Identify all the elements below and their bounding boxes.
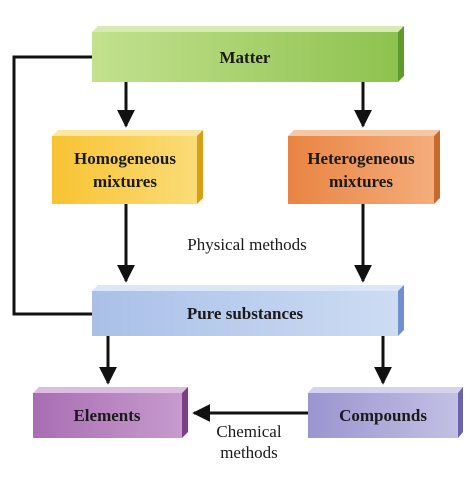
heterogeneous-label-line1: Heterogeneous [307,149,415,168]
elements-box-face [33,393,182,438]
elements-box-top-face [33,387,188,393]
homogeneous-box-side-face [197,130,203,204]
matter-box-face [92,32,398,82]
compounds-box-top-face [308,387,463,393]
homogeneous-label-line1: Homogeneous [74,149,176,168]
connectors [12,55,392,422]
pure-substances-box: Pure substances [92,285,404,336]
matter-box-top-face [92,26,404,32]
pure-substances-box-face [92,291,398,336]
matter-label: Matter [220,48,271,67]
homogeneous-mixtures-box: Homogeneous mixtures [52,130,203,204]
pure-substances-box-side-face [398,285,404,336]
compounds-label: Compounds [339,406,427,425]
loop-matter-pure-substances [12,55,92,316]
chemical-methods-label-line2: methods [220,443,278,462]
compounds-box: Compounds [308,387,463,438]
pure-substances-label: Pure substances [187,304,304,323]
homogeneous-label-line2: mixtures [93,172,157,191]
matter-box: Matter [92,26,404,82]
heterogeneous-box-top-face [288,130,440,136]
chemical-methods-label-line1: Chemical [216,422,281,441]
compounds-box-face [308,393,458,438]
compounds-box-side-face [458,387,463,438]
pure-substances-box-top-face [92,285,404,291]
homogeneous-box-top-face [52,130,203,136]
heterogeneous-mixtures-box: Heterogeneous mixtures [288,130,440,204]
matter-box-side-face [398,26,404,82]
physical-methods-label: Physical methods [187,235,306,254]
elements-label: Elements [73,406,140,425]
elements-box-side-face [182,387,188,438]
heterogeneous-box-face [288,136,434,204]
heterogeneous-box-side-face [434,130,440,204]
heterogeneous-label-line2: mixtures [329,172,393,191]
homogeneous-box-face [52,136,197,204]
elements-box: Elements [33,387,188,438]
